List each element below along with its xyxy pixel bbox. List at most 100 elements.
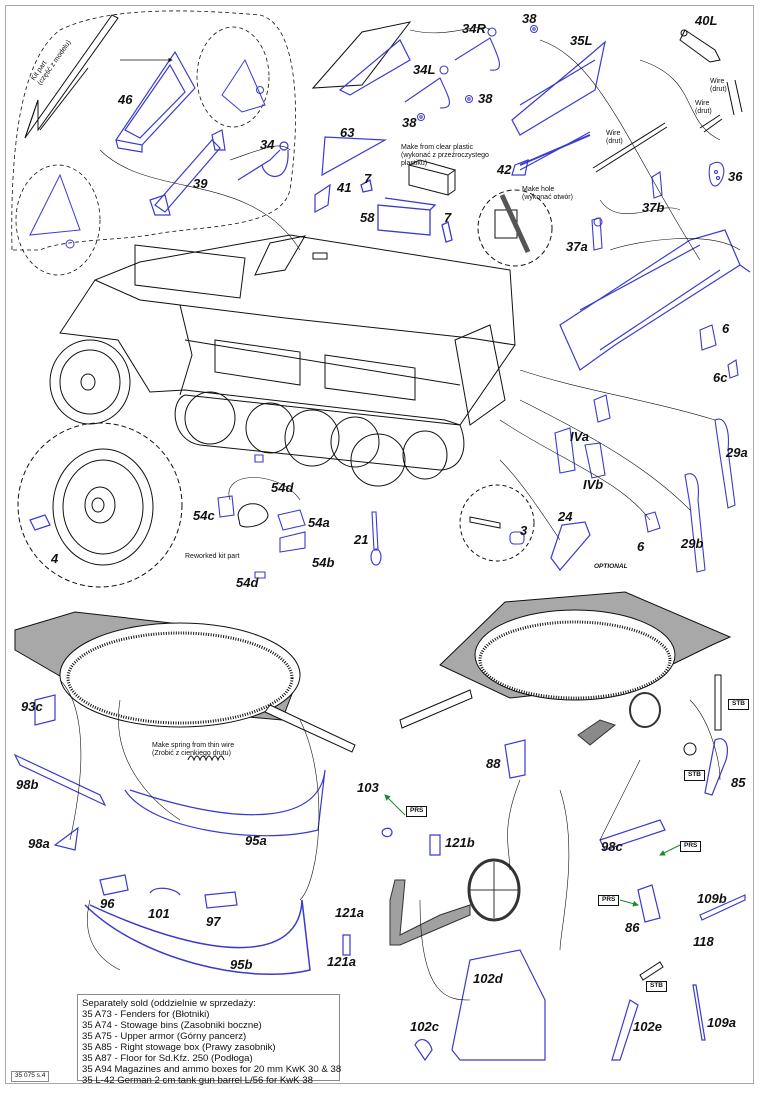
part-34R-34L-hooks — [404, 27, 500, 109]
sheet-code: 35 075 s.4 — [11, 1071, 50, 1082]
label-part-7-left: 7 — [364, 171, 372, 186]
reworked-kit-part — [237, 503, 269, 528]
label-part-85: 85 — [731, 775, 746, 790]
label-part-6c: 6c — [713, 370, 728, 385]
label-part-46: 46 — [118, 92, 133, 107]
tag-prs-86: PRS — [598, 895, 620, 906]
parts-left-turret-ring — [13, 694, 326, 976]
label-part-6-bottom: 6 — [637, 539, 645, 554]
label-part-29a: 29a — [726, 445, 748, 460]
track-and-road-wheels — [174, 391, 465, 487]
label-part-38-left: 38 — [402, 115, 417, 130]
label-part-IVa: IVa — [570, 429, 590, 444]
label-part-102e: 102e — [633, 1019, 662, 1034]
note-line: Wire — [710, 78, 725, 85]
label-part-102d: 102d — [473, 971, 503, 986]
tag-prs-98c: PRS — [680, 841, 702, 852]
legend-item: 35 L-42 German 2 cm tank gun barrel L/56… — [82, 1075, 313, 1086]
label-part-24: 24 — [558, 509, 573, 524]
label-part-41: 41 — [337, 180, 352, 195]
part-4-bracket — [29, 514, 51, 531]
part-assembled-side-frame — [559, 229, 751, 371]
note-wire-2: Wire (drut) — [695, 100, 712, 116]
detail-bubble-make-hole — [477, 189, 553, 267]
label-part-121a-bottom: 121a — [327, 954, 356, 969]
label-part-102c: 102c — [410, 1019, 439, 1034]
label-part-6-top: 6 — [722, 321, 730, 336]
label-part-34R: 34R — [462, 21, 486, 36]
note-optional: OPTIONAL — [594, 563, 628, 570]
separately-sold-legend: Separately sold (oddzielnie w sprzedaży:… — [77, 994, 342, 1086]
label-part-34L: 34L — [413, 62, 436, 77]
detail-bubble-3 — [459, 484, 535, 562]
legend-item: 35 A75 - Upper armor (Górny pancerz) — [82, 1031, 247, 1042]
note-line: (Zrobić z cienkiego drutu) — [152, 750, 231, 758]
part-54-group — [217, 454, 306, 579]
turret-left — [14, 611, 356, 753]
legend-item: 35 A94 Magazines and ammo boxes for 20 m… — [82, 1064, 342, 1075]
detail-bubble-bracket — [29, 58, 266, 249]
label-part-98a: 98a — [28, 836, 50, 851]
tag-stb-85: STB — [684, 770, 705, 781]
rear-armor-plate — [454, 324, 506, 426]
label-part-101: 101 — [148, 906, 170, 921]
label-part-88: 88 — [486, 756, 501, 771]
small-kit-pieces — [639, 674, 722, 981]
label-part-IVb: IVb — [583, 477, 604, 492]
part-24-plate — [550, 521, 591, 571]
label-part-58: 58 — [360, 210, 375, 225]
prs-arrows — [384, 794, 681, 907]
label-part-54a: 54a — [308, 515, 330, 530]
part-37b-37a-brackets — [591, 171, 663, 251]
label-part-93c: 93c — [21, 699, 43, 714]
note-line: Make hole — [522, 186, 555, 193]
part-58-periscope-holder — [360, 178, 453, 243]
note-line: Make spring from thin wire — [152, 742, 235, 749]
label-part-4: 4 — [51, 551, 59, 566]
legend-item: 35 A73 - Fenders for (Błotniki) — [82, 1009, 210, 1020]
label-part-98b: 98b — [16, 777, 39, 792]
label-part-37b: 37b — [642, 200, 665, 215]
tag-stb-top: STB — [728, 699, 749, 710]
note-line: (wykonać z przeźroczystego — [401, 152, 489, 160]
part-35L-frame — [511, 40, 606, 166]
label-part-36: 36 — [728, 169, 743, 184]
elevation-handwheel-assembly — [389, 858, 521, 946]
label-part-42: 42 — [497, 162, 512, 177]
part-46-stowage-frame — [114, 50, 196, 153]
label-part-38-mid: 38 — [478, 91, 493, 106]
note-make-hole: Make hole (wykonać otwór) — [522, 186, 573, 202]
detail-group-46-39 — [11, 10, 296, 276]
note-line: Wire — [695, 100, 710, 107]
note-line: Wire — [606, 130, 621, 137]
label-part-54c: 54c — [193, 508, 215, 523]
part-39-support-arm — [149, 129, 226, 216]
vehicle-hull — [59, 234, 516, 426]
note-line: plastiku) — [401, 160, 428, 168]
part-63-triangle — [314, 136, 388, 214]
front-wheel — [49, 339, 131, 425]
label-part-86: 86 — [625, 920, 640, 935]
parts-right-turret — [342, 738, 746, 1062]
label-part-39: 39 — [193, 176, 208, 191]
legend-title: Separately sold (oddzielnie w sprzedaży: — [82, 998, 256, 1009]
part-3-cap — [509, 531, 525, 545]
note-spring: Make spring from thin wire (Zrobić z cie… — [152, 742, 234, 758]
note-line: Make from clear plastic — [401, 144, 473, 151]
label-part-109b: 109b — [697, 891, 727, 906]
kit-part-fender-panel — [24, 14, 119, 139]
note-reworked-kit-part: Reworked kit part — [185, 553, 240, 560]
part-21-rod — [370, 511, 382, 566]
label-part-40L: 40L — [695, 13, 718, 28]
part-42-rod — [511, 131, 591, 176]
spring — [187, 755, 225, 762]
label-part-109a: 109a — [707, 1015, 736, 1030]
assembly-guide-lines — [59, 26, 741, 1001]
label-part-54d-bottom: 54d — [236, 575, 259, 590]
label-part-63: 63 — [340, 125, 355, 140]
tag-stb-118: STB — [646, 981, 667, 992]
label-part-118: 118 — [693, 934, 714, 949]
label-part-3: 3 — [520, 523, 528, 538]
label-part-96: 96 — [100, 896, 115, 911]
